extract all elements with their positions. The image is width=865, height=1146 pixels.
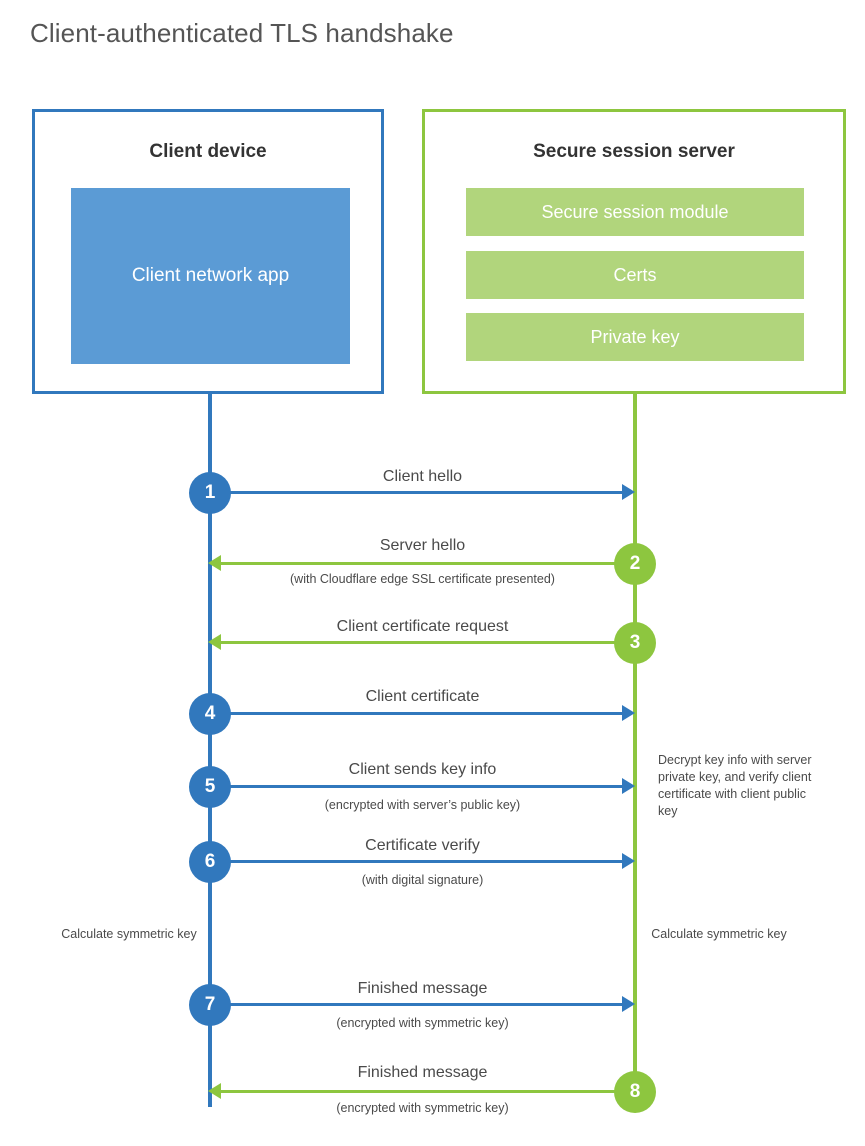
step-6-marker[interactable]: 6 [189, 841, 231, 883]
step-5-arrow-line [210, 785, 623, 788]
step-4-arrow-head [622, 705, 635, 721]
step-7-sublabel: (encrypted with symmetric key) [336, 1016, 509, 1030]
step-8-arrow-line [221, 1090, 635, 1093]
step-6-arrow-line [210, 860, 623, 863]
server-lifeline [633, 394, 637, 1093]
step-8-arrow-head [208, 1083, 221, 1099]
step-5-arrow-head [622, 778, 635, 794]
step-6-sublabel: (with digital signature) [361, 873, 484, 887]
secure-session-server-panel: Secure session server Secure session mod… [422, 109, 846, 394]
server-calculate-symmetric-key-note: Calculate symmetric key [651, 927, 787, 941]
client-lifeline [208, 394, 212, 1107]
step-8-sublabel: (encrypted with symmetric key) [336, 1101, 509, 1115]
step-8-label: Finished message [357, 1064, 488, 1081]
step-7-label: Finished message [357, 980, 488, 997]
step-6-arrow-head [622, 853, 635, 869]
step-3-label: Client certificate request [336, 618, 509, 635]
client-network-app-box: Client network app [71, 188, 350, 364]
step-4-marker[interactable]: 4 [189, 693, 231, 735]
step-2-arrow-line [221, 562, 635, 565]
page-title: Client-authenticated TLS handshake [30, 18, 454, 48]
step-5-marker[interactable]: 5 [189, 766, 231, 808]
step-5-sublabel: (encrypted with server’s public key) [324, 798, 521, 812]
step-1-marker[interactable]: 1 [189, 472, 231, 514]
step-1-arrow-line [210, 491, 623, 494]
step-2-arrow-head [208, 555, 221, 571]
step-3-marker[interactable]: 3 [614, 622, 656, 664]
server-decrypt-note: Decrypt key info with server private key… [658, 753, 812, 818]
step-2-label: Server hello [379, 537, 466, 554]
step-2-marker[interactable]: 2 [614, 543, 656, 585]
step-7-arrow-head [622, 996, 635, 1012]
step-1-arrow-head [622, 484, 635, 500]
server-component-private-key: Private key [466, 313, 804, 361]
step-1-label: Client hello [382, 468, 463, 485]
step-6-label: Certificate verify [365, 837, 480, 854]
client-device-panel: Client device Client network app [32, 109, 384, 394]
step-2-sublabel: (with Cloudflare edge SSL certificate pr… [290, 572, 555, 586]
server-component-secure-session-module: Secure session module [466, 188, 804, 236]
step-8-marker[interactable]: 8 [614, 1071, 656, 1113]
secure-session-server-title: Secure session server [533, 141, 735, 162]
step-4-arrow-line [210, 712, 623, 715]
client-device-title: Client device [149, 141, 267, 162]
client-calculate-symmetric-key-note: Calculate symmetric key [61, 927, 197, 941]
server-component-certs: Certs [466, 251, 804, 299]
step-7-arrow-line [210, 1003, 623, 1006]
step-3-arrow-line [221, 641, 635, 644]
step-7-marker[interactable]: 7 [189, 984, 231, 1026]
step-3-arrow-head [208, 634, 221, 650]
step-5-label: Client sends key info [348, 761, 497, 778]
step-4-label: Client certificate [365, 688, 480, 705]
